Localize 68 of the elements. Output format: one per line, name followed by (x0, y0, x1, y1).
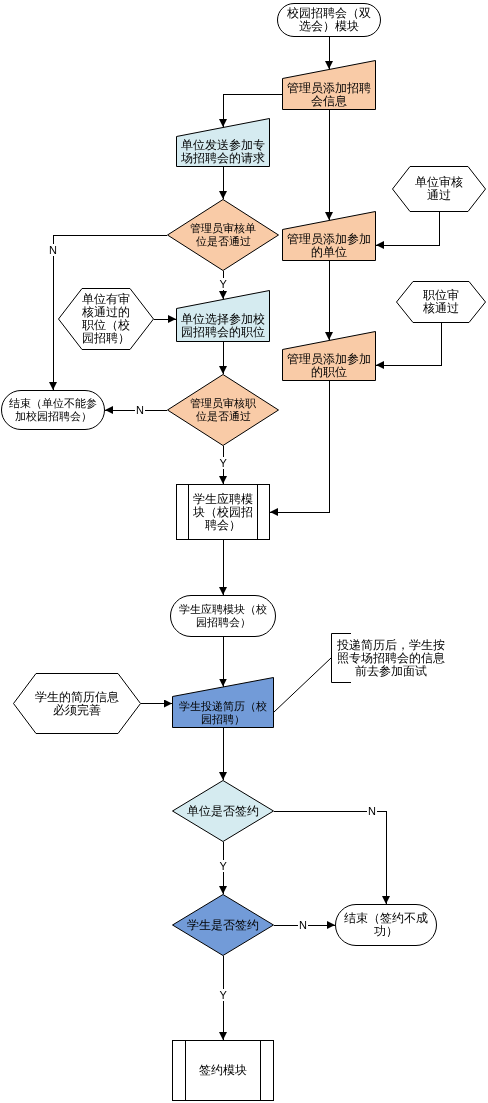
node-text: 结束（签约不成功） (343, 912, 429, 938)
node-text: 单位审核通过 (414, 176, 464, 202)
arrow (219, 727, 227, 781)
arrow (375, 211, 440, 249)
node-text: 学生应聘模块（校园招聘会） (192, 492, 254, 532)
edge-label: N (48, 244, 58, 256)
edge-label: N (298, 919, 308, 931)
arrow (325, 260, 333, 341)
predefined-process-box (172, 1040, 274, 1101)
arrow (104, 406, 168, 414)
decision-diamond (167, 374, 279, 446)
arrow (325, 109, 333, 221)
predefined-process-box (176, 484, 270, 540)
manual-input-shape (176, 290, 270, 342)
terminal-shape (277, 3, 381, 37)
preparation-hexagon (13, 673, 141, 734)
node-text: 单位选择参加校园招聘会的职位 (180, 312, 266, 339)
edge-label: N (135, 404, 145, 416)
manual-input-shape (176, 118, 270, 167)
arrow (325, 36, 333, 70)
node-text: 管理员审核单位是否通过 (189, 222, 257, 248)
arrow (269, 380, 330, 516)
decision-diamond (172, 894, 274, 956)
decision-diamond (172, 780, 274, 842)
node-text: 投递简历后，学生按照专场招聘会的信息前去参加面试 (336, 638, 446, 678)
arrow (273, 810, 390, 905)
edge-label: Y (218, 278, 228, 290)
preparation-hexagon (396, 281, 486, 323)
arrow (219, 955, 227, 1041)
node-text: 管理员审核职位是否通过 (189, 397, 257, 423)
terminal-shape (170, 595, 276, 637)
arrow (375, 322, 442, 369)
node-text: 学生应聘模块（校园招聘会） (178, 603, 268, 629)
arrow (219, 539, 227, 596)
terminal-shape (1, 390, 105, 430)
arrow (219, 341, 227, 375)
decision-diamond (167, 199, 279, 271)
arrow (153, 315, 177, 323)
node-text: 管理员添加参加的职位 (286, 352, 372, 379)
manual-input-shape (282, 331, 376, 381)
edge-label: N (367, 805, 377, 817)
preparation-hexagon (58, 288, 154, 350)
node-text: 学生的简历信息必须完善 (34, 690, 120, 717)
node-text: 单位有审核通过的职位（校园招聘） (81, 293, 131, 345)
node-text: 签约模块 (198, 1064, 248, 1077)
node-text: 管理员添加招聘会信息 (286, 81, 372, 108)
edge-label: Y (218, 457, 228, 469)
node-text: 结束（单位不能参加校园招聘会） (8, 397, 98, 423)
node-text: 学生是否签约 (186, 918, 260, 932)
manual-input-shape (282, 60, 376, 110)
arrow (219, 166, 227, 200)
manual-input-shape (282, 211, 376, 261)
arrow (140, 699, 173, 708)
arrow (219, 636, 227, 687)
arrow (49, 234, 168, 391)
node-text: 单位发送参加专场招聘会的请求 (180, 139, 266, 165)
manual-input-shape (172, 677, 274, 728)
leader-line (273, 657, 332, 713)
edge-label: Y (218, 989, 228, 1001)
arrow (219, 93, 283, 128)
node-text: 职位审核通过 (422, 289, 460, 315)
node-text: 校园招聘会（双选会）模块 (286, 7, 372, 33)
edge-label: Y (218, 860, 228, 872)
node-text: 单位是否签约 (186, 804, 260, 818)
node-text: 学生投递简历（校园招聘） (178, 699, 268, 726)
node-text: 管理员添加参加的单位 (286, 232, 372, 259)
terminal-shape (335, 904, 437, 946)
preparation-hexagon (392, 166, 486, 212)
